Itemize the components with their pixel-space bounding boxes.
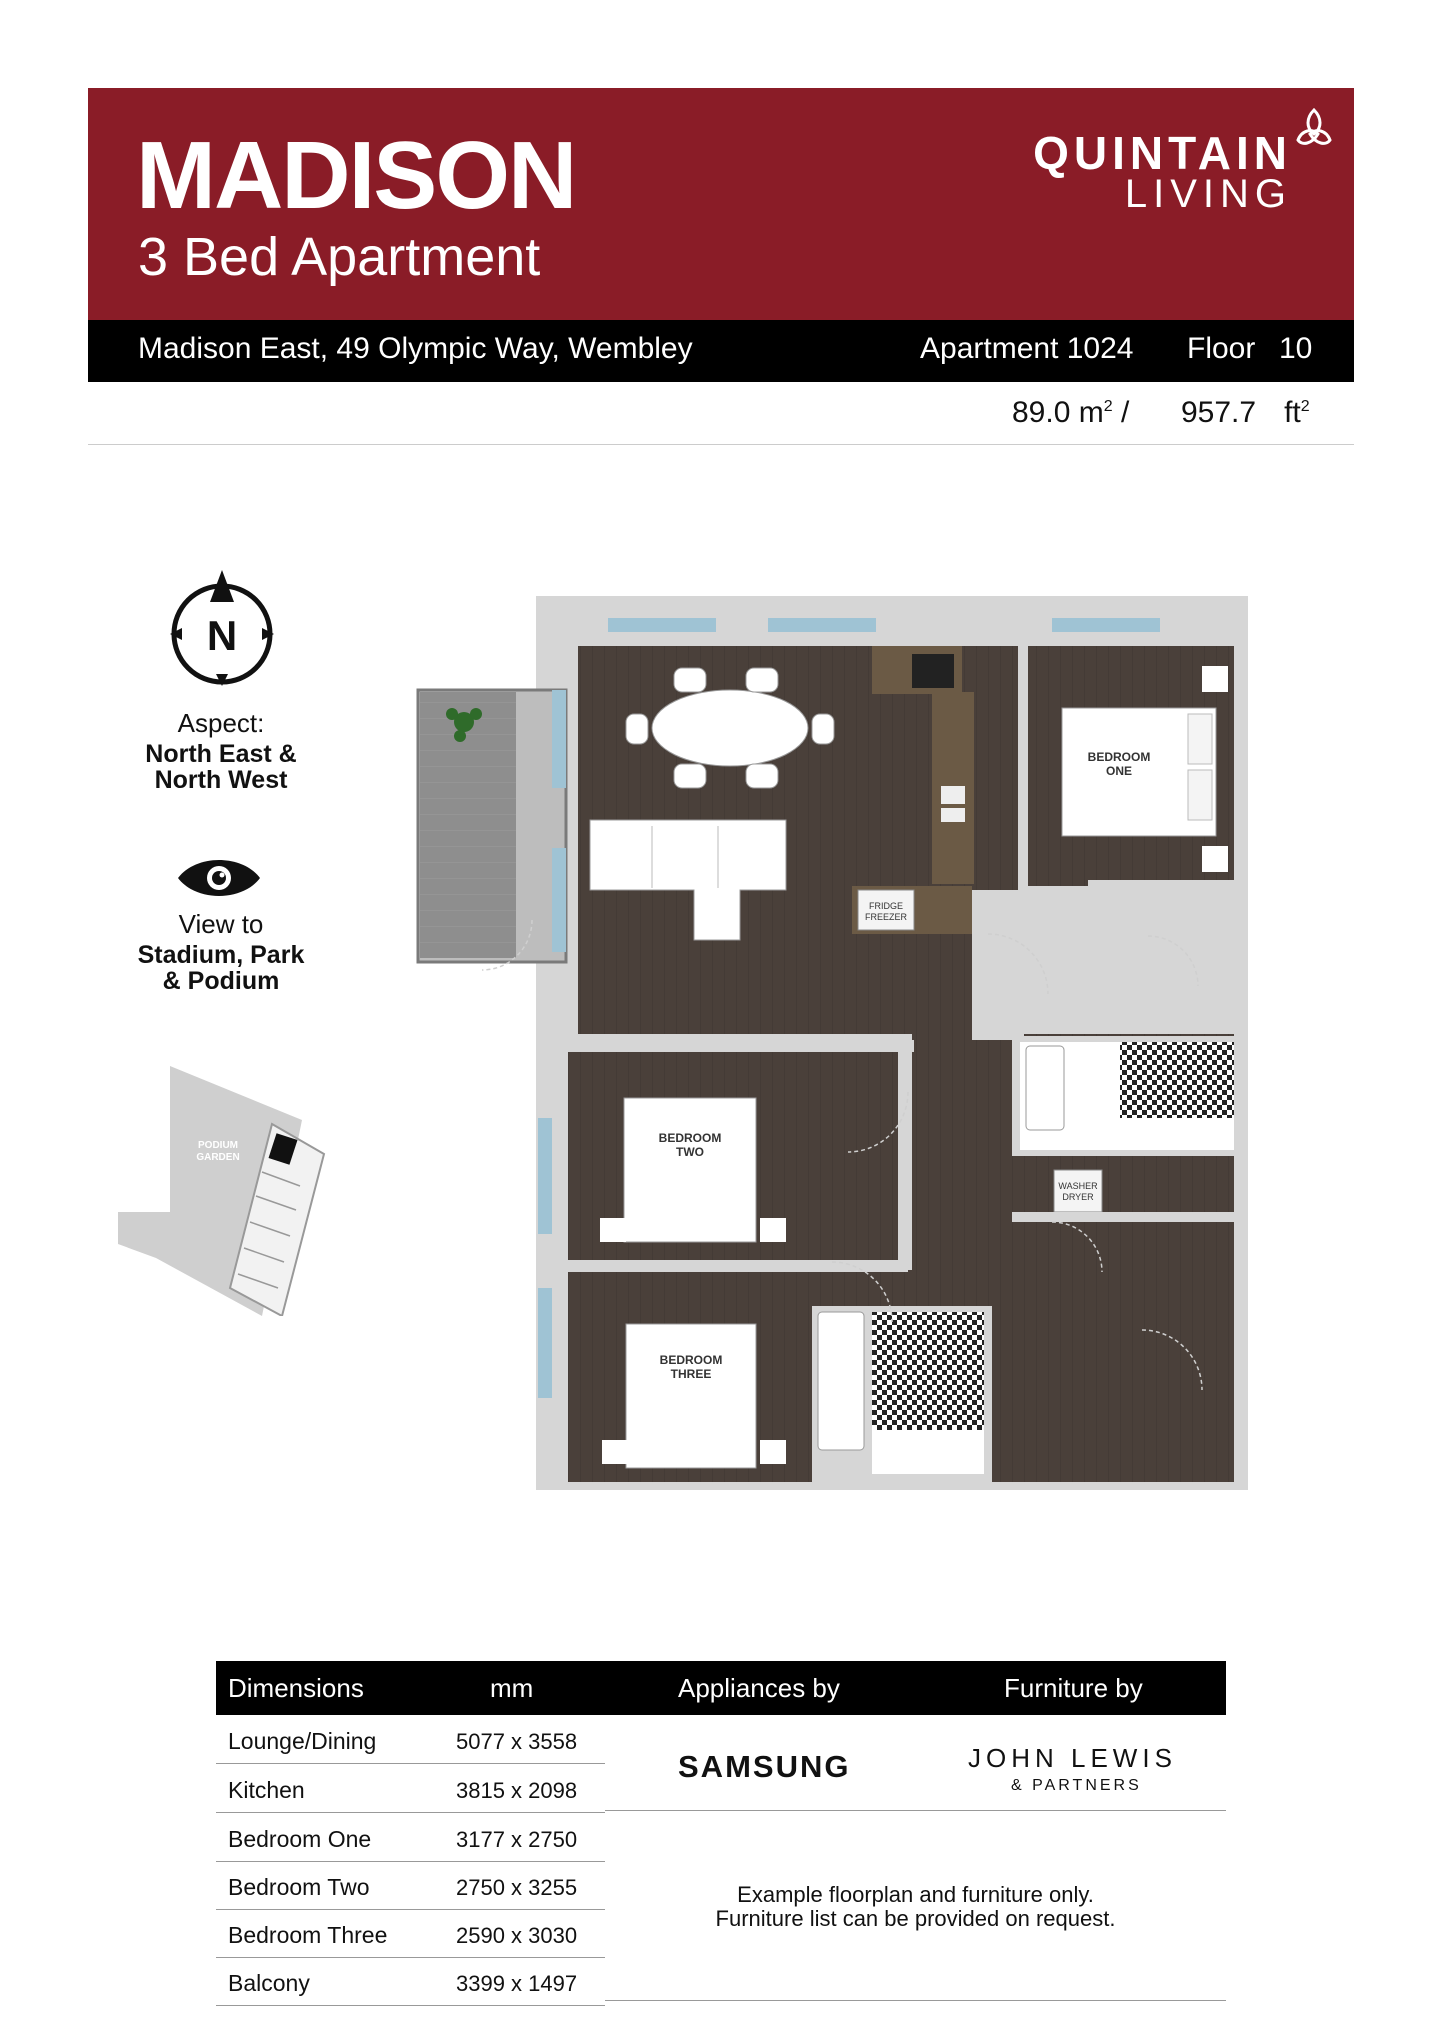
- garden-label-2: GARDEN: [196, 1152, 239, 1163]
- area-sqft-value: 957.7: [1181, 396, 1257, 429]
- row-name: Kitchen: [228, 1777, 305, 1803]
- compass-letter: N: [207, 612, 237, 659]
- row-value: 2750 x 3255: [456, 1875, 578, 1900]
- bedroom-two-label-1: BEDROOM: [659, 1131, 722, 1145]
- floor-plan: FRIDGE FREEZER BEDROOM ONE BEDROOM TWO B…: [416, 596, 1248, 1490]
- note-line-1: Example floorplan and furniture only.: [737, 1882, 1094, 1907]
- divider: [605, 1810, 1226, 1811]
- area-sqm: 89.0 m2 /: [1012, 398, 1129, 428]
- aspect-line-1: North East &: [145, 740, 297, 768]
- header-dimensions: Dimensions: [228, 1673, 364, 1703]
- brand-subname: LIVING: [1124, 172, 1292, 216]
- info-bar: Madison East, 49 Olympic Way, Wembley Ap…: [88, 320, 1354, 382]
- dimensions-table: Dimensions mm Appliances by Furniture by…: [216, 1661, 1226, 2006]
- divider: [88, 444, 1354, 445]
- aspect-label: Aspect:: [177, 708, 265, 738]
- header-furniture: Furniture by: [1004, 1673, 1143, 1703]
- brand-logo-icon: [1296, 107, 1332, 145]
- apartment-number: Apartment 1024: [920, 332, 1134, 365]
- area-slash: /: [1112, 396, 1130, 429]
- row-name: Balcony: [228, 1970, 310, 1996]
- aspect-line-2: North West: [154, 766, 288, 794]
- row-value: 3177 x 2750: [456, 1827, 578, 1852]
- header-mm: mm: [490, 1673, 534, 1703]
- floor-label: Floor: [1187, 332, 1256, 365]
- site-plan: PODIUM GARDEN: [118, 1066, 326, 1316]
- balcony: [420, 692, 516, 958]
- table-row: Bedroom One 3177 x 2750: [216, 1813, 605, 1862]
- fridge-label-2: FREEZER: [865, 912, 908, 922]
- table-header: Dimensions mm Appliances by Furniture by: [216, 1661, 1226, 1715]
- bedroom-one-label-1: BEDROOM: [1088, 750, 1151, 764]
- garden-label-1: PODIUM: [198, 1140, 238, 1151]
- furniture-brand: JOHN LEWIS: [968, 1743, 1177, 1773]
- row-name: Bedroom Two: [228, 1874, 370, 1900]
- row-value: 2590 x 3030: [456, 1923, 578, 1948]
- view-line-1: Stadium, Park: [137, 941, 305, 969]
- row-name: Bedroom Three: [228, 1922, 388, 1948]
- page-subtitle: 3 Bed Apartment: [138, 227, 541, 287]
- bedroom-two-label-2: TWO: [676, 1145, 704, 1159]
- furniture-brand-sub: & PARTNERS: [1011, 1777, 1142, 1794]
- washer-label-1: WASHER: [1058, 1181, 1098, 1191]
- header-banner: MADISON 3 Bed Apartment QUINTAIN LIVING: [88, 88, 1354, 320]
- row-name: Bedroom One: [228, 1826, 372, 1852]
- area-sqm-value: 89.0 m: [1012, 396, 1104, 429]
- note-line-2: Furniture list can be provided on reques…: [715, 1906, 1116, 1932]
- table-row: Bedroom Three 2590 x 3030: [216, 1909, 605, 1958]
- area-sqft-sup: 2: [1300, 398, 1310, 415]
- table-row: Balcony 3399 x 1497: [216, 1957, 605, 2006]
- area-sqft: 957.7 ft2: [1181, 398, 1310, 428]
- appliance-brand: SAMSUNG: [678, 1749, 851, 1784]
- table-note: Example floorplan and furniture only. Fu…: [605, 1882, 1226, 1932]
- eye-icon: [178, 860, 260, 896]
- view-line-2: & Podium: [162, 967, 280, 995]
- row-value: 3399 x 1497: [456, 1971, 578, 1996]
- row-name: Lounge/Dining: [228, 1728, 377, 1754]
- table-row: Lounge/Dining 5077 x 3558: [216, 1715, 605, 1764]
- compass-icon: N: [170, 570, 274, 686]
- table-row: Bedroom Two 2750 x 3255: [216, 1861, 605, 1910]
- row-value: 3815 x 2098: [456, 1778, 578, 1803]
- header-appliances: Appliances by: [678, 1673, 840, 1703]
- divider: [605, 2000, 1226, 2001]
- address: Madison East, 49 Olympic Way, Wembley: [138, 332, 693, 365]
- row-value: 5077 x 3558: [456, 1729, 578, 1754]
- washer-label-2: DRYER: [1062, 1192, 1094, 1202]
- page-title: MADISON: [136, 122, 577, 229]
- fridge-label-1: FRIDGE: [869, 901, 903, 911]
- area-sqft-unit: ft: [1284, 396, 1301, 429]
- table-row: Kitchen 3815 x 2098: [216, 1764, 605, 1813]
- view-label: View to: [178, 909, 264, 939]
- brand-name: QUINTAIN: [1033, 127, 1292, 179]
- bedroom-three-label-2: THREE: [671, 1367, 712, 1381]
- bedroom-three-label-1: BEDROOM: [660, 1353, 723, 1367]
- bedroom-one-label-2: ONE: [1106, 764, 1132, 778]
- floor-value: 10: [1279, 332, 1313, 365]
- area-sqm-sup: 2: [1103, 398, 1113, 415]
